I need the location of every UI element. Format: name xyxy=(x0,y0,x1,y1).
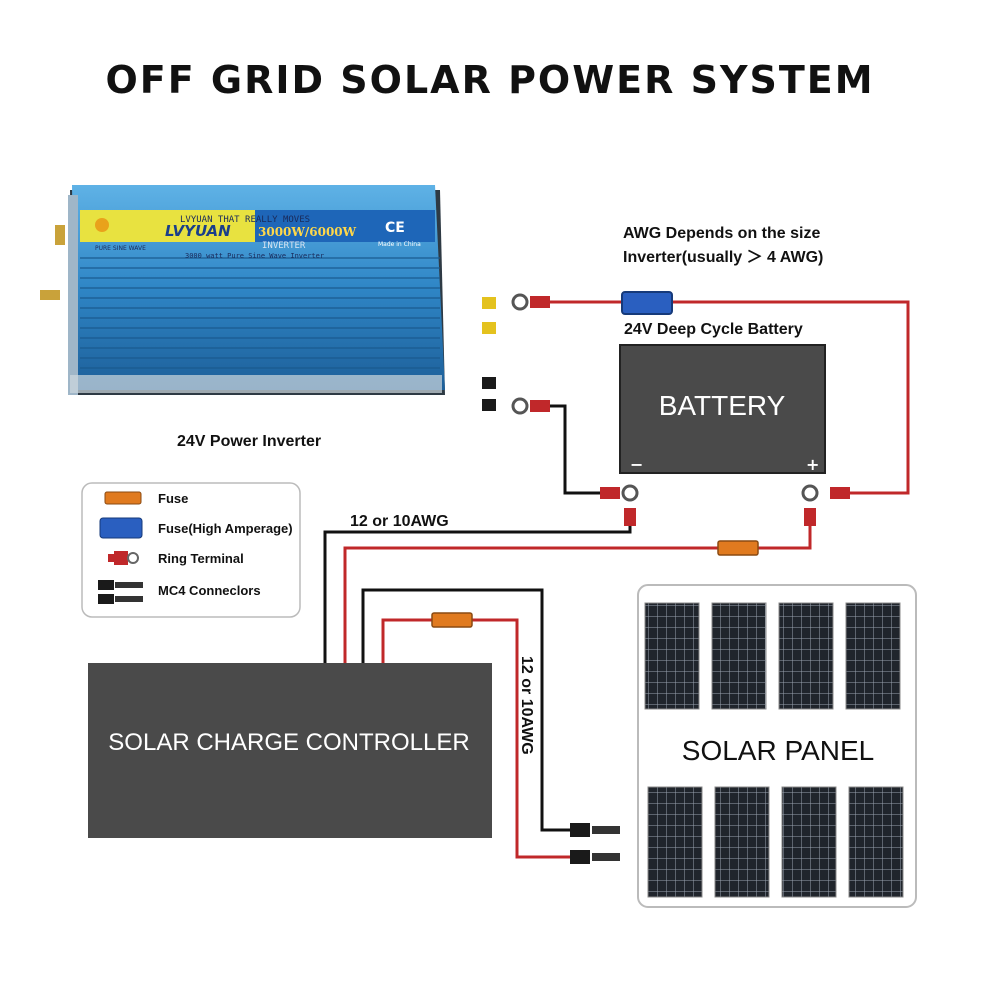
mc4-connector-icon xyxy=(570,823,620,864)
legend-item-mc4: MC4 Conneclors xyxy=(158,583,261,598)
inverter-caption: 24V Power Inverter xyxy=(177,433,321,450)
controller-label: SOLAR CHARGE CONTROLLER xyxy=(108,729,469,756)
high-amp-fuse-icon xyxy=(621,291,673,315)
legend-item-ring-terminal: Ring Terminal xyxy=(158,551,244,566)
solar-panel-label: SOLAR PANEL xyxy=(682,735,874,766)
battery-caption: 24V Deep Cycle Battery xyxy=(624,321,803,338)
inverter-rating: 3000W/6000W xyxy=(258,225,357,239)
power-inverter: LVYUAN THAT REALLY MOVES LVYUAN 3000W/60… xyxy=(40,185,445,395)
inverter-input-terminals xyxy=(482,297,496,411)
mc4-connector-icon xyxy=(98,580,143,604)
ce-mark: CE xyxy=(385,220,405,236)
battery-positive-sign: + xyxy=(806,455,819,474)
solar-charge-controller: SOLAR CHARGE CONTROLLER xyxy=(88,663,492,838)
high-amp-fuse-icon xyxy=(99,517,143,539)
page-title: OFF GRID SOLAR POWER SYSTEM xyxy=(105,58,874,102)
ring-terminal-icon xyxy=(511,293,850,526)
inverter-made-in: Made in China xyxy=(378,241,421,248)
inverter-model: 3000 watt Pure Sine Wave Inverter xyxy=(185,252,324,260)
inverter-wave-label: PURE SINE WAVE xyxy=(95,245,146,252)
battery-label: BATTERY xyxy=(659,390,786,421)
legend: Fuse Fuse(High Amperage) Ring Terminal M… xyxy=(81,482,301,618)
inverter-terminal-icon xyxy=(55,225,65,245)
fuse-icon xyxy=(431,612,473,628)
battery: BATTERY − + xyxy=(619,344,826,474)
solar-panel: SOLAR PANEL xyxy=(637,584,917,908)
legend-item-fuse: Fuse xyxy=(158,491,188,506)
wire-label-vertical: 12 or 10AWG xyxy=(518,656,535,755)
legend-item-high-amp-fuse: Fuse(High Amperage) xyxy=(158,521,293,536)
inverter-brand: LVYUAN xyxy=(165,222,231,240)
awg-note-line2: Inverter(usually ＞ 4 AWG) xyxy=(623,249,823,266)
wire-label-top: 12 or 10AWG xyxy=(350,513,449,530)
fuse-icon xyxy=(717,540,759,556)
logo-icon xyxy=(95,218,109,232)
ring-terminal-icon xyxy=(108,551,139,565)
battery-negative-sign: − xyxy=(630,455,643,474)
awg-note-line1: AWG Depends on the size xyxy=(623,225,820,242)
fuse-icon xyxy=(104,491,142,505)
inverter-terminal-icon xyxy=(40,290,60,300)
inverter-type: INVERTER xyxy=(262,241,306,251)
inverter-tagline: LVYUAN THAT REALLY MOVES xyxy=(180,215,310,225)
